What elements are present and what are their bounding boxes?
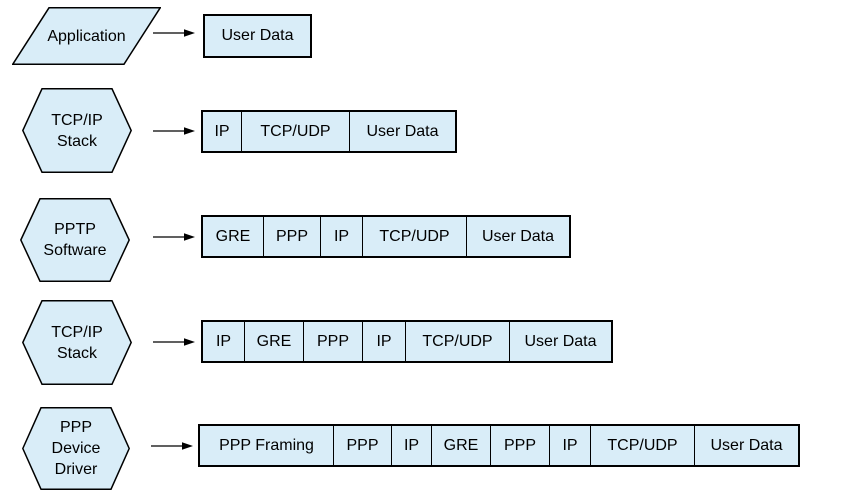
packet-cell: User Data: [349, 112, 455, 151]
packet-cell: TCP/UDP: [590, 426, 694, 465]
packet-cell: IP: [203, 112, 241, 151]
packet-row-pptp: GRE PPP IP TCP/UDP User Data: [201, 215, 571, 258]
packet-cell: IP: [320, 217, 362, 256]
arrow-icon: [153, 233, 195, 241]
stage-label-tcpip-stack-1: TCP/IP Stack: [51, 111, 103, 150]
packet-cell: User Data: [509, 322, 611, 361]
packet-cell: IP: [549, 426, 590, 465]
stage-node-tcpip-stack-1: TCP/IP Stack: [22, 88, 132, 173]
packet-cell: IP: [391, 426, 431, 465]
hexagon-shape: [20, 198, 130, 282]
arrow-icon: [151, 442, 193, 450]
packet-cell: TCP/UDP: [241, 112, 349, 151]
stage-node-tcpip-stack-2: TCP/IP Stack: [22, 300, 132, 385]
packet-cell: User Data: [466, 217, 569, 256]
packet-cell: TCP/UDP: [362, 217, 466, 256]
packet-cell: PPP: [490, 426, 549, 465]
hexagon-shape: [22, 300, 132, 385]
packet-row-ppp-device: PPP Framing PPP IP GRE PPP IP TCP/UDP Us…: [198, 424, 800, 467]
packet-cell: PPP: [303, 322, 362, 361]
packet-row-application: User Data: [203, 14, 312, 58]
arrow-icon: [153, 127, 195, 135]
packet-cell: IP: [203, 322, 244, 361]
packet-cell: IP: [362, 322, 405, 361]
packet-cell: PPP: [263, 217, 320, 256]
arrow-icon: [153, 29, 195, 37]
packet-row-tcpip-2: IP GRE PPP IP TCP/UDP User Data: [201, 320, 613, 363]
packet-cell: User Data: [205, 16, 310, 56]
stage-label-tcpip-stack-2: TCP/IP Stack: [51, 323, 103, 362]
packet-cell: PPP Framing: [200, 426, 333, 465]
stage-node-ppp-device-driver: PPP Device Driver: [22, 407, 130, 490]
packet-row-tcpip-1: IP TCP/UDP User Data: [201, 110, 457, 153]
packet-cell: User Data: [694, 426, 798, 465]
stage-node-pptp-software: PPTP Software: [20, 198, 130, 282]
stage-label-ppp-device-driver: PPP Device Driver: [51, 419, 101, 478]
stage-label-application: Application: [47, 27, 126, 45]
parallelogram-shape: [12, 7, 161, 65]
stage-node-application: Application: [12, 7, 161, 65]
packet-cell: GRE: [244, 322, 303, 361]
hexagon-shape: [22, 88, 132, 173]
packet-cell: GRE: [203, 217, 263, 256]
stage-label-pptp-software: PPTP Software: [43, 221, 107, 259]
hexagon-shape: [22, 407, 130, 490]
packet-cell: TCP/UDP: [405, 322, 509, 361]
packet-cell: GRE: [431, 426, 490, 465]
arrow-icon: [153, 338, 195, 346]
packet-cell: PPP: [333, 426, 391, 465]
